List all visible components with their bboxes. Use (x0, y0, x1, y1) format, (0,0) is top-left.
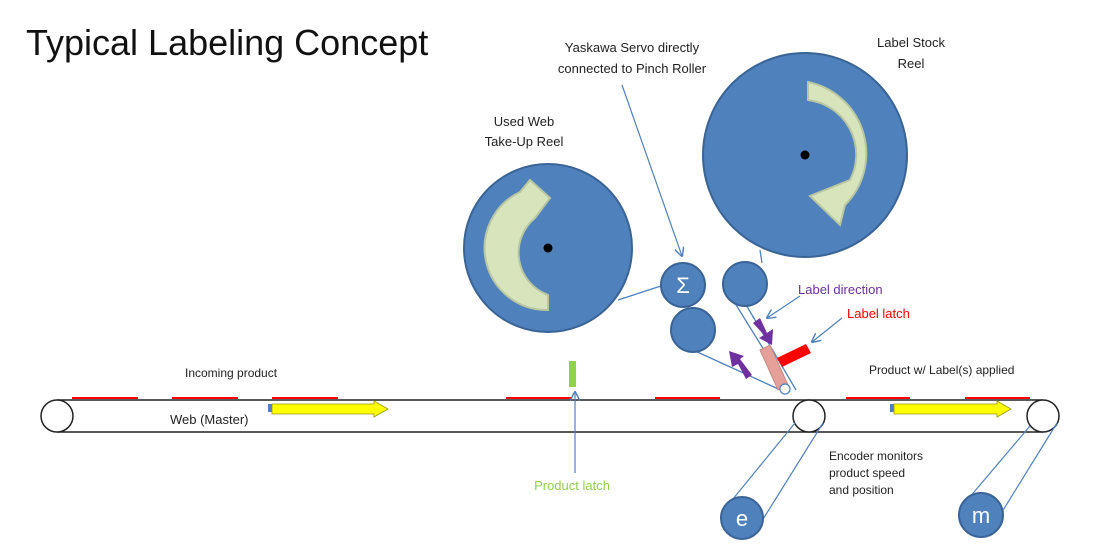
encoder-label-line1: Encoder monitors (829, 449, 923, 463)
label-latch-sensor (777, 344, 811, 367)
used-web-label-line1: Used Web (494, 114, 554, 129)
label-stock-label-line1: Label Stock (877, 35, 945, 50)
clockwise-arrow-icon (807, 80, 868, 227)
motor-symbol: m (972, 503, 990, 528)
leader-lines (575, 84, 843, 473)
product-applied-label: Product w/ Label(s) applied (869, 363, 1014, 377)
servo-leader-line (621, 84, 682, 256)
label-latch-leader-line (812, 317, 843, 342)
label-stock-reel (702, 52, 908, 258)
product-latch-sensor (569, 361, 576, 387)
encoder-label-line3: and position (829, 483, 894, 497)
encoder: e (720, 422, 824, 540)
conveyor-end-roller (40, 399, 74, 433)
label-direction-leader-line (767, 295, 801, 318)
reel-hub (800, 150, 810, 160)
incoming-product-label: Incoming product (185, 366, 278, 380)
servo-pinch-roller: Σ (660, 262, 706, 308)
label-guide-roller (722, 261, 768, 307)
page-title: Typical Labeling Concept (26, 22, 428, 63)
servo-label-line2: connected to Pinch Roller (558, 61, 707, 76)
peel-tip (779, 383, 791, 395)
clockwise-arrow-icon (483, 178, 552, 312)
used-web-takeup-reel (463, 163, 633, 333)
reel-hub (543, 243, 553, 253)
conveyor-web (40, 399, 1060, 433)
drive-motor: m (958, 422, 1058, 538)
label-latch-label: Label latch (847, 306, 910, 321)
servo-label-line1: Yaskawa Servo directly (565, 40, 700, 55)
label-direction-arrow (729, 351, 752, 379)
used-web-label-line2: Take-Up Reel (485, 134, 564, 149)
label-direction-label: Label direction (798, 282, 883, 297)
web-master-label: Web (Master) (170, 412, 249, 427)
label-direction-arrow (753, 318, 773, 345)
product-latch-label: Product latch (534, 478, 610, 493)
conveyor-end-roller (1026, 399, 1060, 433)
encoder-label-line2: product speed (829, 466, 905, 480)
label-stock-label-line2: Reel (898, 56, 925, 71)
encoder-symbol: e (736, 506, 748, 531)
encoder-idler-roller (792, 399, 826, 433)
web-direction-arrow-icon (268, 400, 389, 418)
lower-pinch-roller (670, 307, 716, 353)
web-direction-arrow-icon (890, 400, 1012, 418)
servo-roller-symbol: Σ (676, 273, 690, 298)
